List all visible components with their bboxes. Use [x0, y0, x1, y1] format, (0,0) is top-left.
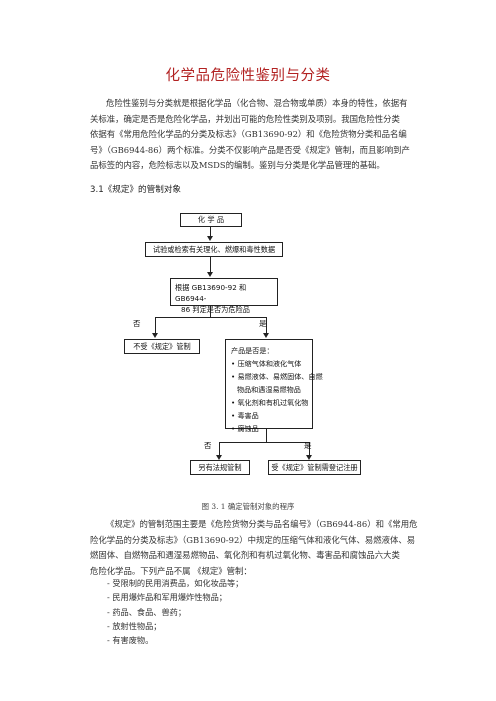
- page-title: 化学品危险性鉴别与分类: [165, 68, 331, 84]
- node-test-data: 试验或检索有关理化、燃爆和毒性数据: [145, 242, 283, 257]
- check-line: 产品是否是：: [231, 346, 274, 355]
- connector: [155, 317, 156, 334]
- scope-line: 险化学品的分类及标志》（GB13690-92）中规定的压缩气体和液化气体、易燃液…: [90, 534, 416, 545]
- yes-label: 是: [304, 441, 312, 450]
- node-chemical: 化 学 品: [180, 213, 242, 227]
- node-judge: 根据 GB13690-92 和 GB6944- 86 判定是否为危险品: [170, 278, 278, 314]
- check-line: • 氧化剂和有机过氧化物: [231, 398, 309, 407]
- intro-line: 号》（GB6944-86）两个标准。分类不仅影响产品是否受《规定》管制，而且影响…: [90, 144, 410, 155]
- intro-paragraph: 危险性鉴别与分类就是根据化学品（化合物、混合物或单质）本身的特性，依据有 关标准…: [90, 96, 415, 174]
- scope-line: 燃固体、自燃物品和遇湿易燃物品、氧化剂和有机过氧化物、毒害品和腐蚀品六大类: [90, 550, 400, 560]
- arrow-down-icon: [306, 455, 312, 460]
- intro-line: 依据有《常用危险化学品的分类及标志》（GB13690-92）和《危险货物分类和品…: [90, 129, 407, 139]
- list-item: - 放射性物品；: [107, 620, 162, 631]
- connector: [219, 442, 220, 456]
- no-label: 否: [204, 441, 212, 450]
- check-line: • 腐蚀品: [231, 424, 259, 433]
- scope-line: 危险化学品。下列产品不属 《规定》管制：: [90, 565, 252, 576]
- check-line: • 压缩气体和液化气体: [231, 359, 302, 368]
- list-item: - 受限制的民用消费品，如化妆品等；: [107, 578, 244, 588]
- check-line: • 易燃液体、易燃固体、自燃: [231, 372, 323, 381]
- figure-caption: 图 3. 1 确定管制对象的程序: [201, 502, 295, 511]
- connector: [155, 317, 266, 318]
- arrow-down-icon: [263, 333, 269, 338]
- judge-line: 86 判定是否为危险品: [181, 305, 250, 314]
- judge-line: 根据 GB13690-92 和 GB6944-: [175, 283, 247, 303]
- connector: [219, 442, 309, 443]
- connector: [266, 429, 267, 442]
- list-item: - 药品、食品、兽药；: [107, 606, 187, 617]
- node-not-controlled: 不受《规定》管制: [124, 339, 200, 354]
- intro-line: 关标准，确定是否是危险化学品，并划出可能的危险性类别及项别。我国危险性分类: [90, 113, 400, 124]
- connector: [210, 227, 211, 237]
- yes-label: 是: [259, 319, 267, 328]
- check-line: 物品和遇湿易燃物品: [237, 385, 301, 394]
- section-heading: 3.1《规定》的管制对象: [90, 185, 182, 195]
- connector: [266, 317, 267, 334]
- node-register: 受《规定》管制需登记注册: [268, 460, 361, 475]
- arrow-down-icon: [152, 333, 158, 338]
- intro-line: 品标签的内容，危险标志以及MSDS的编制。鉴别与分类是化学品管理的基础。: [90, 160, 385, 170]
- intro-line: 危险性鉴别与分类就是根据化学品（化合物、混合物或单质）本身的特性，依据有: [106, 98, 408, 108]
- connector: [210, 306, 211, 317]
- node-category-check: 产品是否是： • 压缩气体和液化气体 • 易燃液体、易燃固体、自燃 物品和遇湿易…: [225, 339, 323, 433]
- check-line: • 毒害品: [231, 411, 259, 420]
- scope-paragraph: 《规定》的管制范围主要是《危险货物分类与品名编号》（GB6944-86）和《常用…: [90, 517, 418, 579]
- excluded-list: - 受限制的民用消费品，如化妆品等； - 民用爆炸品和军用爆炸性物品； - 药品…: [107, 576, 243, 647]
- node-other-law: 另有法规管制: [190, 460, 250, 475]
- connector: [210, 257, 211, 273]
- no-label: 否: [133, 319, 141, 328]
- arrow-down-icon: [207, 236, 213, 241]
- scope-line: 《规定》的管制范围主要是《危险货物分类与品名编号》（GB6944-86）和《常用…: [106, 519, 418, 529]
- arrow-down-icon: [207, 272, 213, 277]
- list-item: - 民用爆炸品和军用爆炸性物品；: [107, 592, 227, 603]
- connector: [309, 442, 310, 456]
- arrow-down-icon: [216, 455, 222, 460]
- list-item: - 有害废物。: [107, 635, 154, 646]
